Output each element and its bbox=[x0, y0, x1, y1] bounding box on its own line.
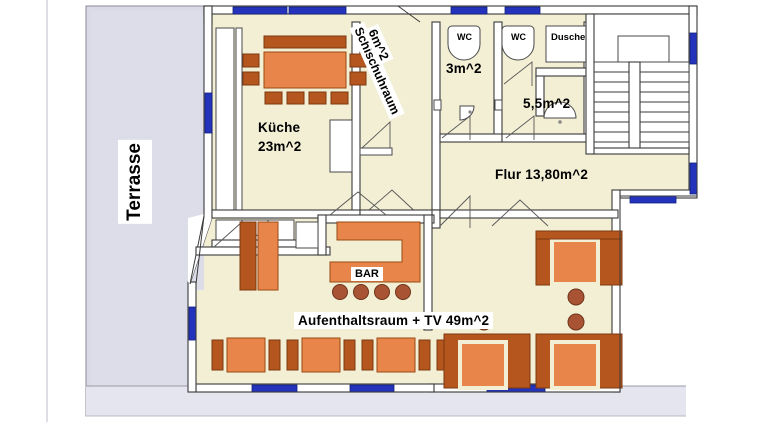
room-label-kuechen-area: 23m^2 bbox=[258, 139, 302, 154]
basin-icon bbox=[543, 101, 577, 119]
window-blue bbox=[689, 32, 698, 65]
toilet-icon bbox=[447, 25, 481, 61]
window-blue bbox=[689, 162, 698, 195]
window-blue bbox=[629, 195, 677, 204]
kitchen-table bbox=[263, 51, 347, 89]
windows-top bbox=[232, 6, 541, 15]
chair bbox=[242, 71, 260, 86]
window-blue bbox=[504, 6, 541, 15]
bar-stool bbox=[353, 284, 369, 300]
basin-icon bbox=[459, 105, 475, 121]
bath-room bbox=[494, 21, 593, 143]
window-blue bbox=[251, 384, 298, 393]
window-blue bbox=[450, 6, 488, 15]
room-label-kuechen-name: Küche bbox=[258, 120, 301, 135]
shower-box bbox=[545, 25, 593, 63]
window-blue bbox=[204, 92, 213, 134]
table bbox=[551, 239, 599, 285]
stair-stringer bbox=[628, 61, 641, 151]
bar-stool bbox=[374, 284, 390, 300]
kitchen-sideboard bbox=[263, 35, 347, 49]
chair bbox=[268, 339, 281, 371]
chair bbox=[349, 71, 367, 86]
building-outline-overlay bbox=[195, 5, 698, 393]
kitchen-counter-run bbox=[215, 27, 235, 217]
wc-icon-label-left: WC bbox=[457, 32, 472, 42]
table bbox=[551, 341, 599, 389]
chair bbox=[286, 339, 299, 371]
shelf bbox=[239, 221, 257, 291]
dining-table bbox=[301, 337, 341, 373]
table bbox=[459, 341, 507, 389]
chair bbox=[308, 91, 327, 105]
chair bbox=[264, 91, 283, 105]
chair bbox=[343, 339, 356, 371]
chair bbox=[330, 91, 349, 105]
window-blue bbox=[288, 6, 347, 15]
lounge-seating-right bbox=[443, 230, 623, 390]
skiroom-walls bbox=[359, 5, 441, 219]
windows-left bbox=[188, 92, 213, 341]
room-label-lounge: Aufenthaltsraum + TV 49m^2 bbox=[294, 312, 494, 329]
bar-stool bbox=[395, 284, 411, 300]
shower-label: Dusche bbox=[551, 32, 586, 43]
room-label-terrace: Terrasse bbox=[118, 140, 152, 224]
chair bbox=[361, 339, 374, 371]
kitchen-furniture bbox=[242, 35, 367, 105]
stool bbox=[567, 288, 585, 306]
bar-stool bbox=[332, 284, 348, 300]
kitchen-appliance bbox=[329, 119, 353, 173]
window-blue bbox=[232, 6, 288, 15]
wc-icon-label-right: WC bbox=[511, 32, 526, 42]
toilet-icon bbox=[501, 25, 535, 61]
stair-landing bbox=[617, 35, 670, 63]
chair bbox=[418, 339, 431, 371]
room-label-bath-area: 5,5m^2 bbox=[523, 96, 571, 111]
window-blue bbox=[188, 306, 197, 341]
chair bbox=[286, 91, 305, 105]
dining-table bbox=[226, 337, 266, 373]
room-label-skiroom: Schischuhraum 6m^2 bbox=[349, 22, 436, 132]
chair bbox=[242, 53, 260, 68]
room-label-wc-area: 3m^2 bbox=[446, 61, 482, 76]
staircase bbox=[585, 13, 690, 155]
window-blue bbox=[349, 384, 395, 393]
room-label-flur: Flur 13,80m^2 bbox=[495, 167, 589, 182]
bar-label: BAR bbox=[351, 267, 383, 281]
lounge-shelf-left bbox=[239, 221, 279, 291]
chair bbox=[211, 339, 224, 371]
dining-table bbox=[376, 337, 416, 373]
shelf bbox=[257, 221, 279, 291]
stool bbox=[567, 313, 585, 331]
